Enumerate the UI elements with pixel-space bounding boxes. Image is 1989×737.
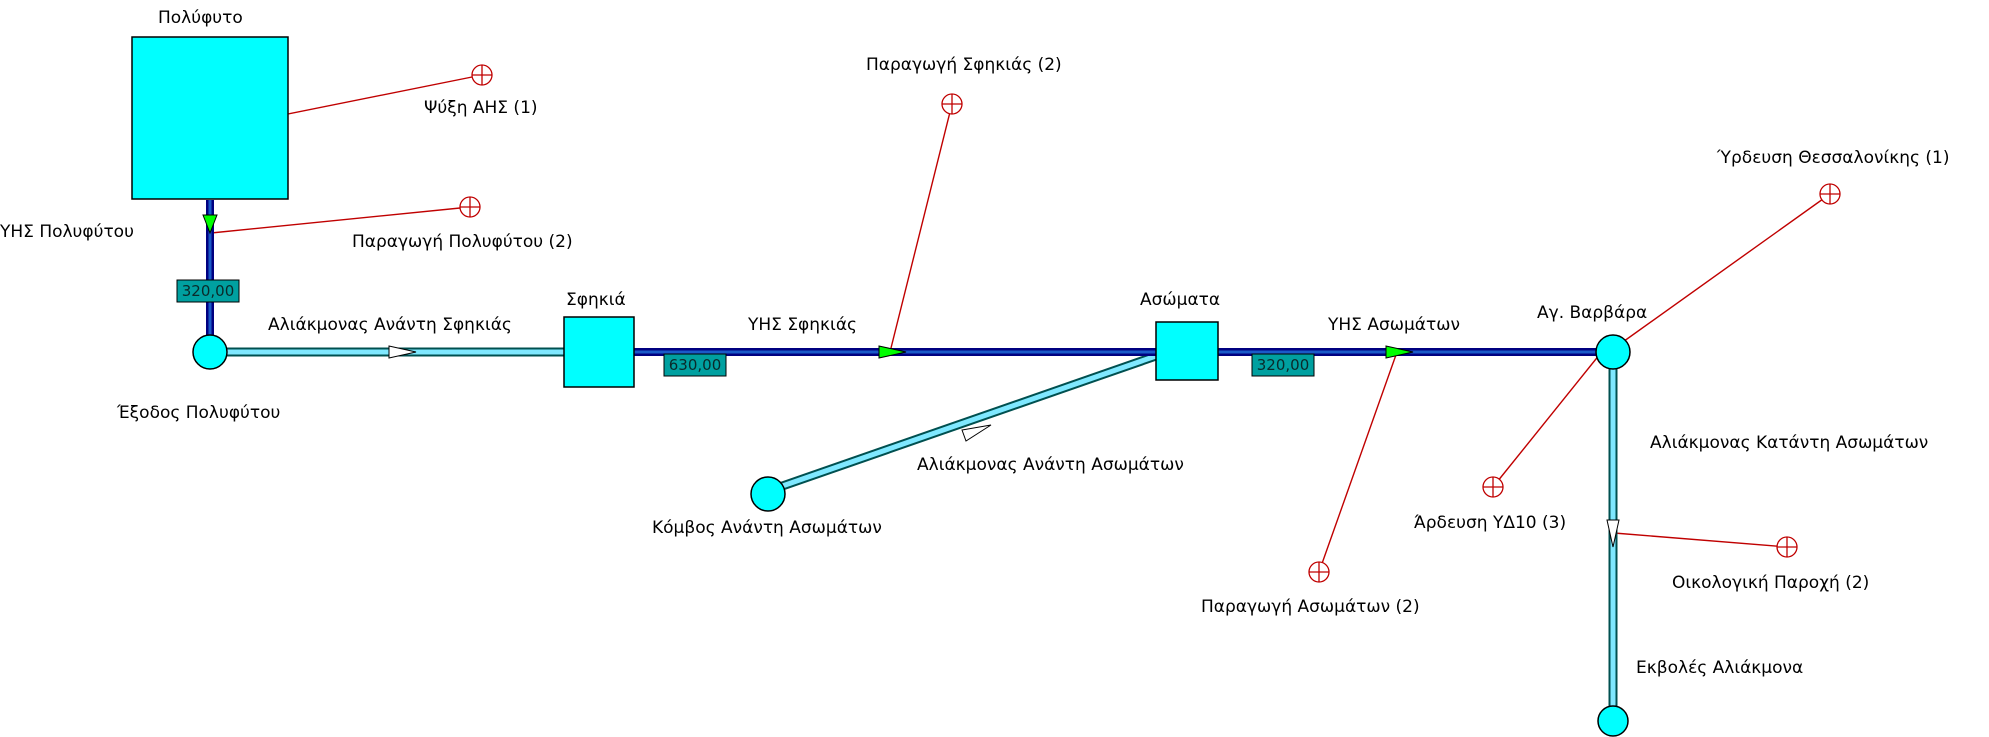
link-paragogi-polyfytou (210, 206, 471, 234)
crosshair-demand-icon[interactable] (1819, 183, 1841, 205)
circle-junction-icon[interactable] (1597, 705, 1629, 737)
junctions (192, 334, 1631, 737)
circle-junction-icon[interactable] (1595, 334, 1631, 370)
label-ag-varvara: Αγ. Βαρβάρα (1537, 303, 1647, 323)
label-yhs-asomaton: ΥΗΣ Ασωμάτων (1327, 315, 1460, 335)
label-ardeusi-thessalonikis: Ύρδευση Θεσσαλονίκης (1) (1716, 148, 1949, 168)
crosshair-demand-icon[interactable] (459, 196, 481, 218)
reservoir-asomata[interactable] (1155, 321, 1219, 381)
label-asomata: Ασώματα (1140, 290, 1220, 310)
crosshair-demand-icon[interactable] (471, 64, 493, 86)
label-ekvoles: Εκβολές Αλιάκμονα (1636, 658, 1803, 678)
label-river-anantí-sfikias: Αλιάκμονας Ανάντη Σφηκιάς (268, 315, 512, 335)
label-oikologiki-paroxi: Οικολογική Παροχή (2) (1672, 573, 1869, 593)
crosshair-demand-icon[interactable] (1308, 561, 1330, 583)
label-polyfyto: Πολύφυτο (158, 8, 243, 28)
label-yhs-polyfytou: ΥΗΣ Πολυφύτου (0, 222, 134, 242)
label-paragogi-polyfytou: Παραγωγή Πολυφύτου (2) (352, 232, 573, 252)
label-yhs-sfikias: ΥΗΣ Σφηκιάς (747, 315, 857, 335)
crosshair-demand-icon[interactable] (941, 93, 963, 115)
triangle-flow-arrow-icon (878, 345, 907, 359)
demand-markers (459, 64, 1841, 583)
reservoir-polyfyto[interactable] (131, 36, 289, 200)
link-ardeusi-yd10 (1492, 353, 1601, 488)
triangle-flow-arrow-icon (961, 424, 992, 442)
capacity-labels: 320,00 630,00 320,00 (176, 279, 1315, 377)
label-ardeusi-yd10: Άρδευση ΥΔ10 (3) (1414, 513, 1566, 533)
label-river-katanti-asomaton: Αλιάκμονας Κατάντη Ασωμάτων (1650, 433, 1928, 453)
capacity-sfikias: 630,00 (669, 356, 722, 374)
circle-junction-icon[interactable] (192, 334, 228, 370)
reservoir-sfikia[interactable] (563, 316, 635, 388)
link-oikologiki-paroxi (1613, 532, 1788, 548)
river-channels (211, 347, 1618, 718)
label-sfikia: Σφηκιά (566, 290, 626, 310)
label-kombos-anantí-asomaton: Κόμβος Ανάντη Ασωμάτων (652, 518, 882, 538)
triangle-flow-arrow-icon (1606, 519, 1620, 548)
link-paragogi-sfikias (889, 103, 953, 353)
labels: Πολύφυτο Ψύξη ΑΗΣ (1) ΥΗΣ Πολυφύτου Παρα… (0, 8, 1949, 678)
capacity-asomaton: 320,00 (1257, 356, 1310, 374)
flow-arrows (202, 214, 1620, 548)
label-river-anantí-asomaton: Αλιάκμονας Ανάντη Ασωμάτων (917, 455, 1184, 475)
capacity-polyfytou: 320,00 (182, 282, 235, 300)
label-paragogi-sfikias: Παραγωγή Σφηκιάς (2) (866, 55, 1062, 75)
demand-links (210, 74, 1831, 573)
crosshair-demand-icon[interactable] (1482, 476, 1504, 498)
label-psyxi-ahs: Ψύξη ΑΗΣ (1) (424, 98, 538, 118)
reservoirs (131, 36, 1219, 388)
triangle-flow-arrow-icon (202, 214, 218, 235)
crosshair-demand-icon[interactable] (1776, 536, 1798, 558)
link-paragogi-asomaton (1318, 351, 1398, 573)
link-ardeusi-thessalonikis (1612, 193, 1831, 350)
circle-junction-icon[interactable] (750, 476, 786, 512)
label-exodos-polyfytou: Έξοδος Πολυφύτου (116, 403, 280, 423)
triangle-flow-arrow-icon (388, 345, 417, 359)
label-paragogi-asomaton: Παραγωγή Ασωμάτων (2) (1201, 597, 1420, 617)
triangle-flow-arrow-icon (1385, 345, 1414, 359)
